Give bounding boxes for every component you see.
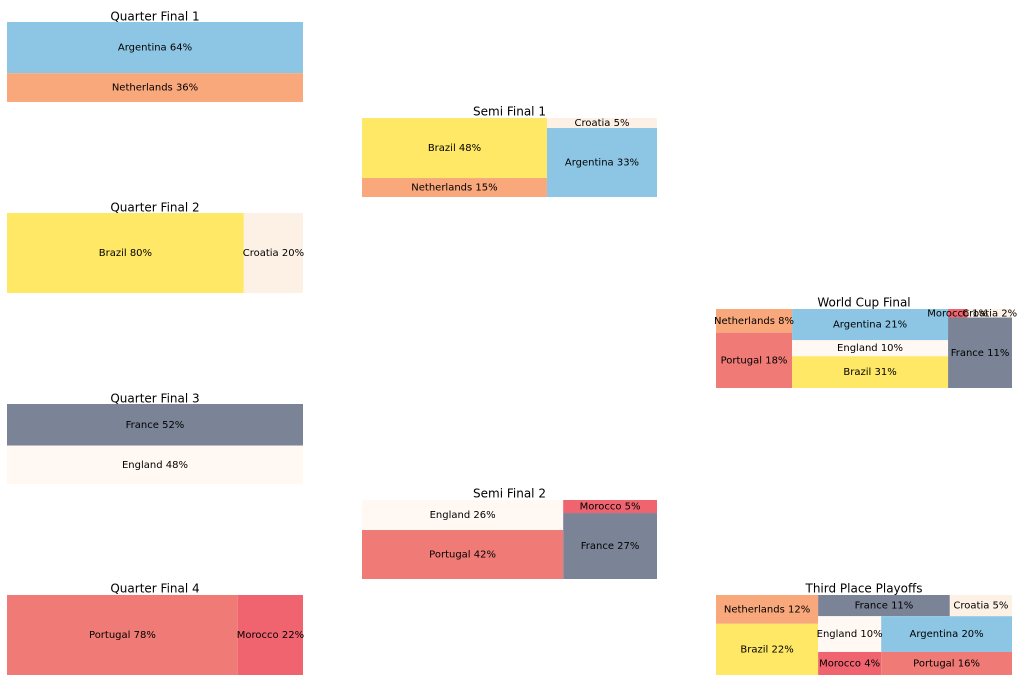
world-cup-final-cell-england [792, 340, 949, 357]
world-cup-final-label-argentina: Argentina 21% [833, 320, 907, 331]
quarter-final-3-cell-france [7, 404, 303, 446]
semi-final-1-panel: Semi Final 1 Brazil 48% Netherlands 15% Cro… [362, 105, 657, 197]
quarter-final-1-label-netherlands: Netherlands 36% [112, 83, 198, 94]
semi-final-2-cell-england [362, 500, 564, 531]
quarter-final-3-label-england: England 48% [122, 460, 188, 471]
world-cup-final-label-portugal: Portugal 18% [721, 355, 788, 366]
semi-final-2-cell-portugal [362, 530, 564, 579]
quarter-final-2-label-croatia: Croatia 20% [243, 248, 304, 259]
semi-final-1-cell-croatia [546, 118, 657, 129]
semi-final-1-cell-brazil [362, 118, 547, 179]
semi-final-1-cell-netherlands [362, 178, 547, 197]
quarter-final-3-title: Quarter Final 3 [110, 392, 199, 406]
quarter-final-3-panel: Quarter Final 3 France 52% England 48% [7, 392, 303, 484]
quarter-final-1-cell-argentina [7, 22, 303, 74]
third-place-playoffs-label-netherlands: Netherlands 12% [724, 604, 810, 615]
third-place-playoffs-title: Third Place Playoffs [804, 582, 922, 596]
world-cup-final-label-england: England 10% [837, 343, 903, 354]
semi-final-2-cell-morocco [563, 500, 657, 514]
world-cup-final-cell-france [948, 317, 1012, 388]
world-cup-final-label-croatia: Croatia 2% [962, 308, 1017, 319]
third-place-playoffs-cell-portugal [881, 651, 1012, 675]
semi-final-2-title: Semi Final 2 [473, 487, 546, 501]
quarter-final-4-title: Quarter Final 4 [110, 582, 199, 596]
quarter-final-4-panel: Quarter Final 4 Portugal 78% Morocco 22% [7, 582, 304, 675]
third-place-playoffs-label-croatia: Croatia 5% [953, 601, 1008, 612]
third-place-playoffs-cell-brazil [716, 623, 819, 675]
quarter-final-1-label-argentina: Argentina 64% [118, 43, 192, 54]
quarter-final-2-label-brazil: Brazil 80% [99, 248, 152, 259]
third-place-playoffs-label-france: France 11% [855, 601, 914, 612]
world-cup-final-title: World Cup Final [817, 296, 910, 310]
quarter-final-3-label-france: France 52% [126, 420, 185, 431]
world-cup-final-cell-morocco [948, 309, 968, 318]
semi-final-2-label-france: France 27% [581, 541, 640, 552]
third-place-playoffs-cell-netherlands [716, 595, 819, 624]
third-place-playoffs-cell-morocco [818, 651, 882, 675]
third-place-playoffs-cell-argentina [881, 616, 1012, 652]
semi-final-2-label-england: England 26% [430, 510, 496, 521]
quarter-final-3-cell-england [7, 445, 303, 484]
third-place-playoffs-cell-croatia [949, 595, 1012, 617]
world-cup-final-cell-brazil [792, 356, 949, 388]
quarter-final-4-cell-portugal [7, 595, 238, 675]
quarter-final-1-panel: Quarter Final 1 Argentina 64% Netherlands … [7, 10, 303, 102]
world-cup-final-cell-croatia [967, 309, 1012, 318]
third-place-playoffs-label-argentina: Argentina 20% [909, 629, 983, 640]
semi-final-2-cell-france [563, 513, 657, 579]
third-place-playoffs-label-brazil: Brazil 22% [740, 644, 793, 655]
semi-final-1-label-argentina: Argentina 33% [565, 158, 639, 169]
semi-final-1-cell-argentina [546, 128, 657, 197]
world-cup-final-label-brazil: Brazil 31% [843, 367, 896, 378]
third-place-playoffs-label-morocco: Morocco 4% [819, 658, 880, 669]
quarter-final-1-cell-netherlands [7, 73, 303, 102]
third-place-playoffs-cell-france [818, 595, 950, 617]
quarter-final-2-cell-croatia [243, 213, 303, 293]
third-place-playoffs-cell-england [818, 616, 882, 652]
quarter-final-4-label-morocco: Morocco 22% [237, 630, 304, 641]
semi-final-1-label-netherlands: Netherlands 15% [411, 183, 497, 194]
quarter-final-1-title: Quarter Final 1 [110, 10, 199, 24]
world-cup-final-label-netherlands: Netherlands 8% [714, 316, 794, 327]
semi-final-2-panel: Semi Final 2 England 26% Portugal 42% Moroc… [362, 487, 657, 579]
semi-final-1-label-croatia: Croatia 5% [574, 118, 629, 129]
semi-final-2-label-morocco: Morocco 5% [580, 502, 641, 513]
semi-final-2-label-portugal: Portugal 42% [429, 550, 496, 561]
world-cup-final-label-morocco: Morocco 1% [927, 308, 988, 319]
third-place-playoffs-label-england: England 10% [817, 629, 883, 640]
world-cup-final-cell-portugal [716, 332, 793, 388]
quarter-final-2-cell-brazil [7, 213, 244, 293]
world-cup-final-label-france: France 11% [951, 348, 1010, 359]
quarter-final-2-title: Quarter Final 2 [110, 201, 199, 215]
semi-final-1-label-brazil: Brazil 48% [428, 143, 481, 154]
quarter-final-4-cell-morocco [237, 595, 303, 675]
world-cup-final-cell-argentina [792, 309, 949, 341]
third-place-playoffs-label-portugal: Portugal 16% [913, 658, 980, 669]
semi-final-1-title: Semi Final 1 [473, 105, 546, 119]
quarter-final-4-label-portugal: Portugal 78% [89, 630, 156, 641]
quarter-final-2-panel: Quarter Final 2 Brazil 80% Croatia 20% [7, 201, 304, 293]
world-cup-final-cell-netherlands [716, 309, 793, 333]
